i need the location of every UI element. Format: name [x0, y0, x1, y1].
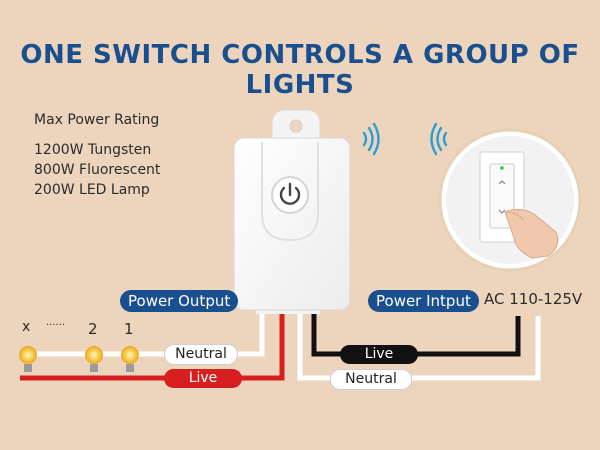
power-button[interactable] [271, 176, 309, 214]
wireless-signal-icon [362, 122, 380, 156]
bulb-label-dots: ...... [46, 317, 66, 328]
rating-led: 200W LED Lamp [34, 182, 150, 198]
neutral-label-left: Neutral [164, 344, 238, 365]
bulb-label-1: 1 [124, 320, 134, 338]
page-title: ONE SWITCH CONTROLS A GROUP OF LIGHTS [20, 40, 580, 100]
mounting-hole [289, 119, 303, 133]
ac-voltage-label: AC 110-125V [484, 290, 583, 308]
power-icon [279, 182, 301, 205]
hand-pressing-icon [504, 208, 559, 259]
light-bulb-icon [85, 346, 103, 372]
bulb-label-x: x [22, 319, 31, 335]
rating-fluorescent: 800W Fluorescent [34, 162, 161, 178]
power-rating-heading: Max Power Rating [34, 112, 160, 128]
wireless-signal-icon-remote [430, 122, 448, 156]
rating-tungsten: 1200W Tungsten [34, 142, 152, 158]
receiver-body [233, 137, 351, 311]
receiver-box [233, 109, 351, 311]
light-bulb-icon [121, 346, 139, 372]
live-label-left: Live [164, 369, 242, 388]
neutral-wire-right [297, 310, 541, 381]
power-output-label: Power Output [120, 290, 239, 312]
live-wire-left [20, 310, 285, 381]
receiver-frame [261, 142, 319, 242]
wall-switch-illustration [438, 128, 582, 272]
light-bulb-icon [19, 346, 37, 372]
status-led [500, 166, 504, 170]
bulb-group [19, 346, 139, 372]
neutral-label-right: Neutral [330, 369, 412, 390]
bulb-label-2: 2 [88, 320, 98, 338]
power-input-label: Power Intput [368, 290, 479, 312]
power-rating-block: Max Power Rating 1200W Tungsten 800W Flu… [34, 112, 160, 200]
right-wires [297, 310, 541, 381]
live-label-right: Live [340, 345, 418, 364]
